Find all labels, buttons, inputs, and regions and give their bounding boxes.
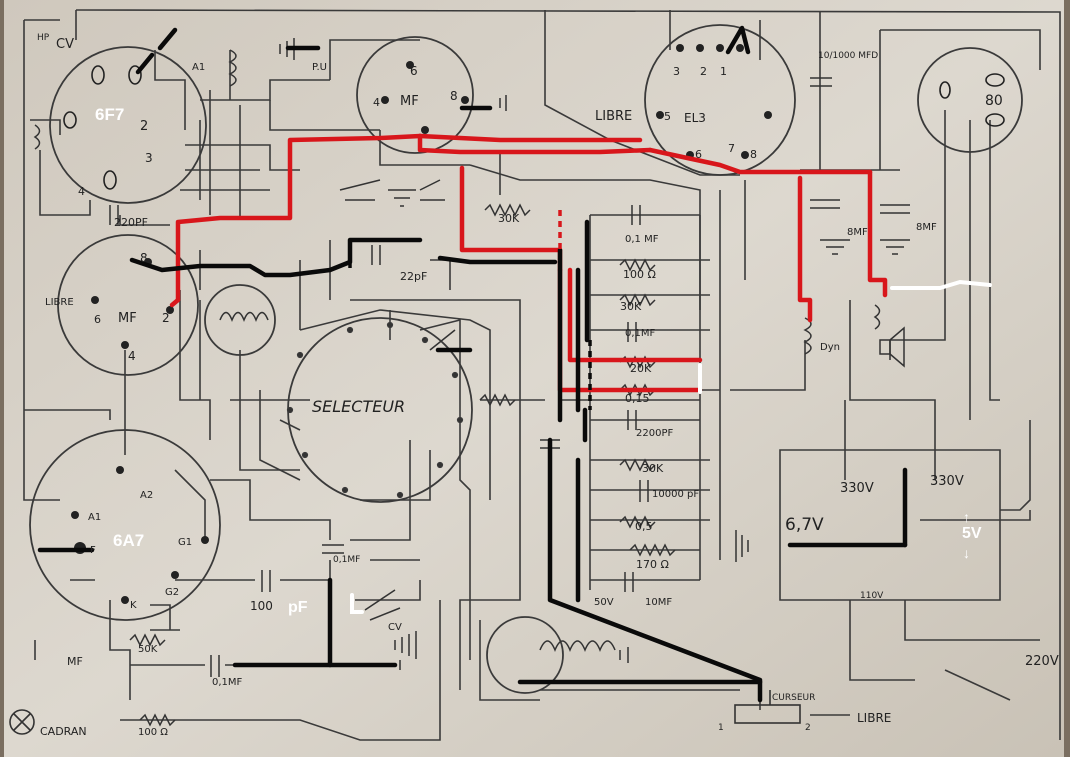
el3-libre: LIBRE xyxy=(595,109,632,124)
black-wires xyxy=(37,25,908,703)
c220pf-top-label: 220PF xyxy=(114,216,148,229)
r30k-c-label: 30K xyxy=(642,462,664,475)
c22pf-label: 22pF xyxy=(400,270,427,283)
r30k-a-label: 30K xyxy=(498,212,520,225)
c01mf-b-label: 0,1MF xyxy=(625,328,656,339)
lamp-cross xyxy=(13,713,31,731)
mf-mid-pin6: 6 xyxy=(94,313,101,326)
pin-3-6f7: 3 xyxy=(145,151,153,165)
r170-label: 170 Ω xyxy=(636,558,669,571)
tube-mf-top xyxy=(356,36,474,154)
tube-6a7 xyxy=(29,429,221,621)
6a7-pin-g2: G2 xyxy=(165,587,179,598)
cv-label: CV xyxy=(56,37,74,52)
selector-label: SELECTEUR xyxy=(312,397,405,416)
hp-label: HP xyxy=(37,33,50,43)
curseur-label: CURSEUR xyxy=(772,693,815,703)
mf-mid-pin4: 4 xyxy=(128,349,136,363)
mf-top-pin8: 8 xyxy=(450,89,458,103)
c8mf-a-label: 8MF xyxy=(847,227,868,238)
tube-80-sockets xyxy=(63,65,1005,190)
r100-b-label: 100 Ω xyxy=(138,727,168,738)
c8mf-b-label: 8MF xyxy=(916,222,937,233)
v110-label: 110V xyxy=(860,591,884,601)
6a7-pin-a2: A2 xyxy=(140,490,153,501)
pin-2-6f7: 2 xyxy=(140,119,148,134)
pot-pin2-label: 2 xyxy=(805,723,811,733)
c2200pf-label: 2200PF xyxy=(636,428,673,439)
tube-6a7-label: 6A7 xyxy=(113,531,144,550)
r05-label: 0,5 xyxy=(635,520,653,533)
el3-label: EL3 xyxy=(684,111,706,125)
red-wires xyxy=(169,133,888,393)
el3-pin5: 5 xyxy=(664,110,671,123)
a1-label: A1 xyxy=(192,62,205,73)
mf-mid-libre: LIBRE xyxy=(45,297,74,308)
libre-pot-label: LIBRE xyxy=(857,711,891,725)
el3-pin3: 3 xyxy=(673,65,680,78)
6a7-pin-f: F xyxy=(90,545,96,556)
r20k-label: 20K xyxy=(630,362,652,375)
tube-el3 xyxy=(644,24,796,176)
tuning-coil-disc xyxy=(486,616,564,694)
el3-pin2: 2 xyxy=(700,65,707,78)
c10mf-label: 10MF xyxy=(645,597,672,608)
cv-selector-label: CV xyxy=(388,622,402,633)
c10000pf-label: 10000 pF xyxy=(652,489,699,500)
r30k-b-label: 30K xyxy=(620,300,642,313)
c50v-label: 50V xyxy=(594,597,614,608)
arrow-down: ↓ xyxy=(963,545,970,561)
selector-contacts xyxy=(286,321,464,499)
tube-outlines xyxy=(29,24,1023,694)
cadran-lamp xyxy=(9,709,35,735)
v330a-label: 330V xyxy=(840,481,874,496)
6a7-pin-g1: G1 xyxy=(178,537,192,548)
pot-pin1-label: 1 xyxy=(718,723,724,733)
v5-label: 5V xyxy=(962,525,982,542)
pu-label: P.U xyxy=(312,62,327,73)
c100-label: 100 xyxy=(250,599,273,613)
el3-pin6: 6 xyxy=(695,148,702,161)
tube-6f7-label: 6F7 xyxy=(95,105,124,124)
mf-top-label: MF xyxy=(400,94,419,109)
6a7-pin-k: K xyxy=(130,600,137,611)
c10000mfd-label: 10/1000 MFD xyxy=(818,51,878,61)
coil-disc xyxy=(204,284,276,356)
mf-top-pin4: 4 xyxy=(373,96,380,109)
mf-mid-pin8: 8 xyxy=(140,251,148,265)
v330b-label: 330V xyxy=(930,474,964,489)
mf-mid-pin2: 2 xyxy=(162,311,170,325)
arrow-up: ↑ xyxy=(963,509,970,525)
el3-pin8: 8 xyxy=(750,148,757,161)
pin-4-6f7: 4 xyxy=(78,185,85,198)
tube-mf-mid xyxy=(57,234,199,376)
mf-osc-label: MF xyxy=(67,655,83,668)
r015-label: 0,15 xyxy=(625,392,650,405)
v67-label: 6,7V xyxy=(785,515,824,535)
black-dashed-wires xyxy=(348,262,592,410)
tube-80-label: 80 xyxy=(985,93,1003,109)
pf-label: pF xyxy=(288,599,308,616)
c01mf-d-label: 0,1MF xyxy=(212,677,243,688)
el3-pin1: 1 xyxy=(720,65,727,78)
tube-6f7 xyxy=(49,46,207,204)
6a7-pin-a1: A1 xyxy=(88,512,101,523)
cadran-label: CADRAN xyxy=(40,725,87,738)
white-marks xyxy=(350,279,992,614)
c01mf-c-label: 0,1MF xyxy=(333,555,360,565)
paper-sheet xyxy=(4,0,1064,757)
potentiometer-body xyxy=(734,704,801,724)
mf-mid-label: MF xyxy=(118,311,137,326)
r100-label: 100 Ω xyxy=(623,268,656,281)
dyn-label: Dyn xyxy=(820,342,840,353)
mf-top-pin6: 6 xyxy=(410,64,418,78)
el3-pin7: 7 xyxy=(728,142,735,155)
tube-80 xyxy=(917,47,1023,153)
v220-label: 220V xyxy=(1025,654,1059,669)
passive-components xyxy=(33,38,910,727)
c01mf-a-label: 0,1 MF xyxy=(625,234,659,245)
r50k-label: 50K xyxy=(138,644,158,655)
